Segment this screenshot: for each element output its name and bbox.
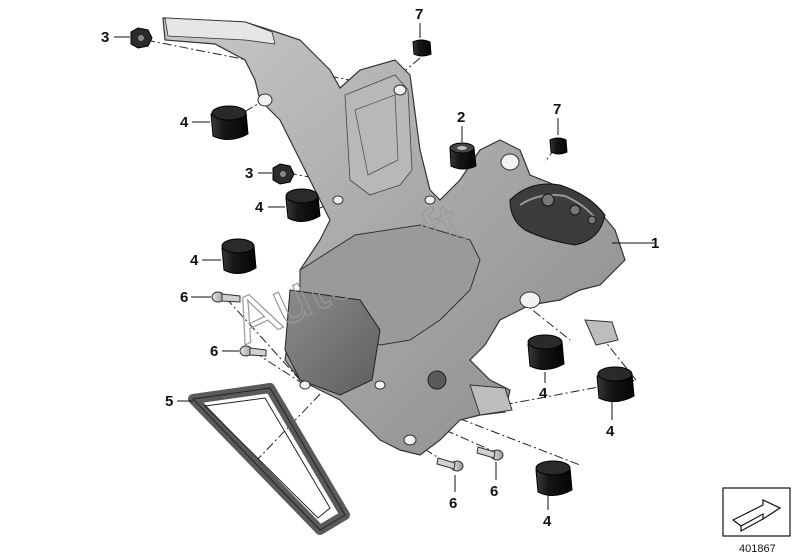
callout-6-a: 6	[180, 289, 188, 306]
orientation-box: 401867	[722, 487, 791, 555]
rubber-mount	[285, 188, 321, 222]
callout-6-d: 6	[490, 483, 498, 500]
bolt	[211, 291, 241, 303]
callout-2: 2	[457, 109, 465, 126]
gasket-frame	[188, 383, 350, 535]
callout-4-c: 4	[190, 252, 199, 269]
callout-7-top: 7	[415, 6, 423, 23]
callout-label-group: 1 2 3 3 4 4 4 4 4 4 5 6 6 6 6 7 7	[101, 6, 659, 530]
rubber-mount	[527, 334, 565, 370]
rubber-mount	[535, 460, 573, 496]
main-bracket	[162, 17, 626, 456]
bolt	[436, 457, 464, 472]
rubber-mount	[596, 366, 635, 402]
callout-3-top: 3	[101, 29, 109, 46]
callout-4-b: 4	[255, 199, 264, 216]
connector-cluster	[509, 183, 606, 246]
spacer-sleeve	[449, 142, 477, 170]
callout-4-d: 4	[539, 385, 548, 402]
nut	[272, 163, 295, 185]
rubber-mount	[210, 105, 249, 140]
bolt	[476, 446, 504, 461]
callout-4-e: 4	[606, 423, 615, 440]
callout-4-a: 4	[180, 114, 189, 131]
bolt	[239, 345, 267, 357]
callout-5: 5	[165, 393, 173, 410]
diagram-number: 401867	[739, 543, 776, 555]
grommet	[412, 39, 432, 57]
callout-7-right: 7	[553, 101, 561, 118]
callout-3-mid: 3	[245, 165, 253, 182]
grommet	[549, 137, 568, 155]
callout-6-b: 6	[210, 343, 218, 360]
callout-4-f: 4	[543, 513, 552, 530]
callout-6-c: 6	[449, 495, 457, 512]
direction-arrow-icon	[731, 499, 782, 533]
callout-1: 1	[651, 235, 659, 252]
callouts	[114, 23, 654, 510]
rubber-mount	[221, 238, 257, 274]
nut	[130, 27, 153, 49]
